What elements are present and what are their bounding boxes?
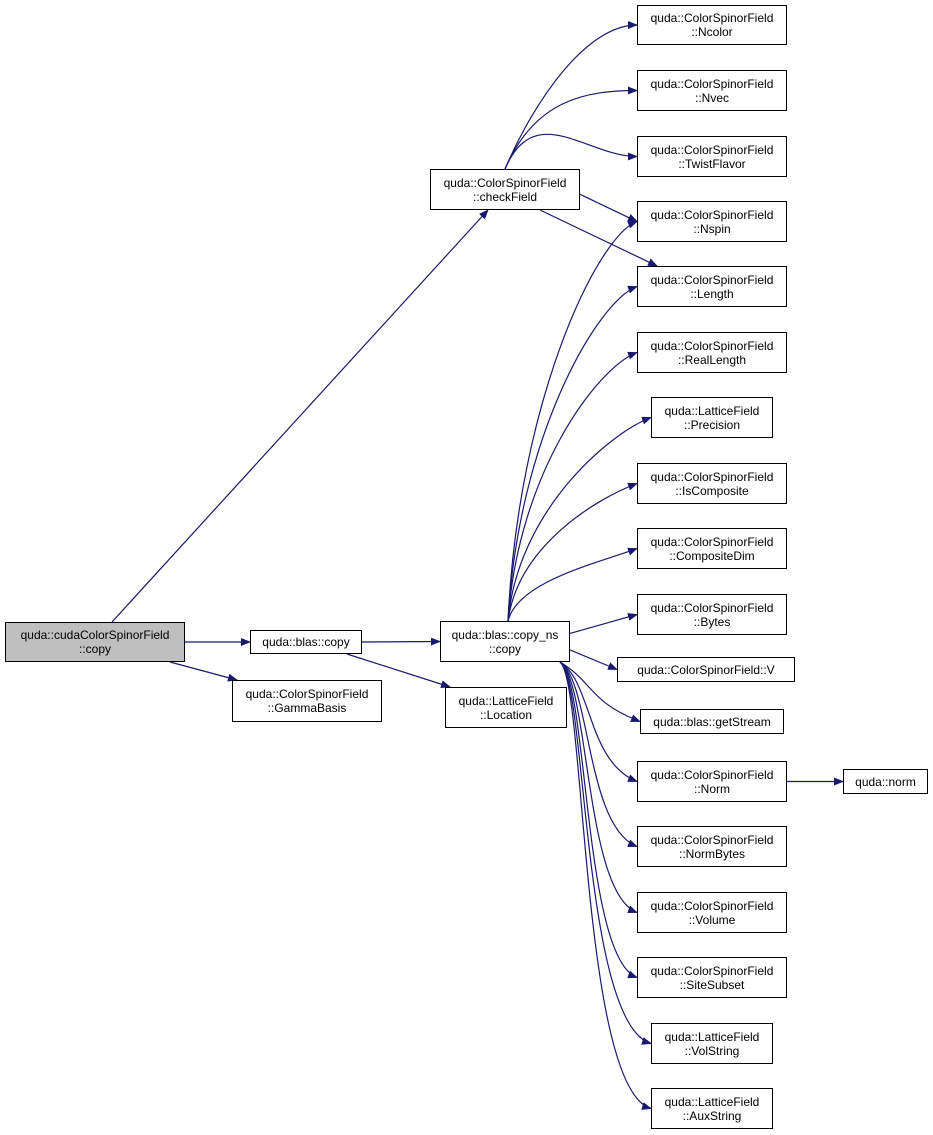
node-label-line: ::GammaBasis <box>267 701 347 715</box>
edge-root-to-checkField <box>111 209 489 623</box>
node-label-line: quda::ColorSpinorField <box>650 469 774 484</box>
edge-copyns-to-nspin <box>507 220 638 622</box>
edge-copyns-to-v <box>569 649 618 671</box>
node-label-line: quda::LatticeField <box>664 1094 760 1109</box>
edge-copyns-to-length <box>507 285 638 622</box>
node-label-line: ::checkField <box>472 189 538 204</box>
node-label-line: quda::ColorSpinorField <box>650 767 774 782</box>
node-label-line: ::TwistFlavor <box>678 156 746 171</box>
edge-root-to-gammaBasis <box>169 661 238 682</box>
node-siteSubset[interactable]: quda::ColorSpinorField::SiteSubset <box>637 957 787 998</box>
edge-copyns-to-precision <box>507 416 652 622</box>
node-label-line: quda::ColorSpinorField <box>650 142 774 157</box>
node-precision[interactable]: quda::LatticeField::Precision <box>651 397 773 438</box>
edge-copyns-to-realLength <box>507 351 638 622</box>
node-location[interactable]: quda::LatticeField::Location <box>445 687 567 728</box>
edge-copyns-to-isComposite <box>507 482 638 622</box>
node-label-line: ::copy <box>488 641 521 656</box>
node-norm[interactable]: quda::ColorSpinorField::Norm <box>637 761 787 802</box>
node-label-line: quda::ColorSpinorField <box>650 898 774 913</box>
node-label-line: ::Volume <box>688 912 736 927</box>
node-label-line: ::Precision <box>683 417 741 432</box>
node-label-line: ::RealLength <box>677 352 747 367</box>
node-nspin[interactable]: quda::ColorSpinorField::Nspin <box>637 201 787 242</box>
node-label-line: quda::ColorSpinorField <box>650 76 774 91</box>
node-volume[interactable]: quda::ColorSpinorField::Volume <box>637 892 787 933</box>
edge-checkField-to-twistFlavor <box>504 133 638 170</box>
edge-checkField-to-nspin <box>579 193 638 223</box>
edge-copyns-to-getStream <box>559 661 641 723</box>
node-label-line: quda::ColorSpinorField <box>650 338 774 353</box>
node-label-line: ::Location <box>479 707 533 722</box>
edge-copyns-to-bytes <box>569 613 638 634</box>
node-label-line: quda::ColorSpinorField <box>650 272 774 287</box>
node-isComposite[interactable]: quda::ColorSpinorField::IsComposite <box>637 463 787 504</box>
node-auxString[interactable]: quda::LatticeField::AuxString <box>651 1088 773 1129</box>
edge-copyns-to-volume <box>559 661 638 914</box>
edge-copyns-to-volString <box>559 661 652 1045</box>
node-label-line: quda::ColorSpinorField <box>650 11 774 25</box>
node-blascopy[interactable]: quda::blas::copy <box>250 630 362 654</box>
edge-copyns-to-normBytes <box>559 661 638 848</box>
node-label-line: quda::LatticeField <box>458 693 554 708</box>
node-label-line: ::Nvec <box>694 90 729 105</box>
node-label-line: ::NormBytes <box>678 846 745 861</box>
node-gammaBasis[interactable]: quda::ColorSpinorField::GammaBasis <box>232 680 382 722</box>
node-checkField[interactable]: quda::ColorSpinorField::checkField <box>430 169 580 210</box>
node-label-line: quda::blas::copy <box>262 635 350 649</box>
node-ncolor[interactable]: quda::ColorSpinorField::Ncolor <box>637 5 787 45</box>
node-label-line: quda::LatticeField <box>664 1029 760 1044</box>
node-getStream[interactable]: quda::blas::getStream <box>640 709 784 734</box>
node-label-line: quda::cudaColorSpinorField <box>20 628 170 642</box>
node-label-line: ::CompositeDim <box>669 548 755 563</box>
node-label-line: quda::LatticeField <box>664 403 760 418</box>
node-label-line: ::IsComposite <box>675 483 749 498</box>
node-realLength[interactable]: quda::ColorSpinorField::RealLength <box>637 332 787 373</box>
node-label-line: ::Bytes <box>693 614 731 629</box>
node-label-line: ::Nspin <box>693 221 731 236</box>
edge-blascopy-to-location <box>346 653 451 689</box>
node-root: quda::cudaColorSpinorField::copy <box>5 622 185 662</box>
node-label-line: quda::ColorSpinorField <box>245 687 369 701</box>
node-label-line: ::Norm <box>694 781 730 796</box>
node-nvec[interactable]: quda::ColorSpinorField::Nvec <box>637 70 787 111</box>
node-copyns[interactable]: quda::blas::copy_ns::copy <box>440 621 570 662</box>
edge-copyns-to-auxString <box>559 661 652 1110</box>
node-label-line: ::Ncolor <box>691 25 733 39</box>
node-label-line: ::SiteSubset <box>679 977 745 992</box>
node-label-line: quda::blas::copy_ns <box>451 627 559 642</box>
node-compositeDim[interactable]: quda::ColorSpinorField::CompositeDim <box>637 528 787 569</box>
node-label-line: ::Length <box>690 286 734 301</box>
node-volString[interactable]: quda::LatticeField::VolString <box>651 1023 773 1064</box>
node-label-line: quda::ColorSpinorField <box>443 175 567 190</box>
node-length[interactable]: quda::ColorSpinorField::Length <box>637 266 787 307</box>
node-label-line: quda::ColorSpinorField <box>650 832 774 847</box>
node-label-line: ::AuxString <box>682 1108 742 1123</box>
node-twistFlavor[interactable]: quda::ColorSpinorField::TwistFlavor <box>637 136 787 177</box>
edge-copyns-to-norm <box>559 661 638 783</box>
node-label-line: quda::ColorSpinorField::V <box>637 662 775 677</box>
node-qudaNorm[interactable]: quda::norm <box>843 769 928 794</box>
node-label-line: quda::blas::getStream <box>653 714 771 729</box>
edge-checkField-to-length <box>539 209 658 267</box>
node-normBytes[interactable]: quda::ColorSpinorField::NormBytes <box>637 826 787 867</box>
edge-checkField-to-ncolor <box>504 21 638 170</box>
edge-copyns-to-compositeDim <box>507 547 638 622</box>
node-label-line: quda::ColorSpinorField <box>650 534 774 549</box>
node-v[interactable]: quda::ColorSpinorField::V <box>617 657 795 682</box>
edge-checkField-to-nvec <box>504 86 638 170</box>
node-label-line: ::VolString <box>684 1043 740 1058</box>
node-bytes[interactable]: quda::ColorSpinorField::Bytes <box>637 594 787 635</box>
node-label-line: quda::ColorSpinorField <box>650 600 774 615</box>
node-label-line: quda::ColorSpinorField <box>650 207 774 222</box>
node-label-line: ::copy <box>78 642 111 656</box>
edge-blascopy-to-copyns <box>361 637 441 646</box>
node-label-line: quda::ColorSpinorField <box>650 963 774 978</box>
node-label-line: quda::norm <box>855 774 916 789</box>
edge-copyns-to-siteSubset <box>559 661 638 979</box>
